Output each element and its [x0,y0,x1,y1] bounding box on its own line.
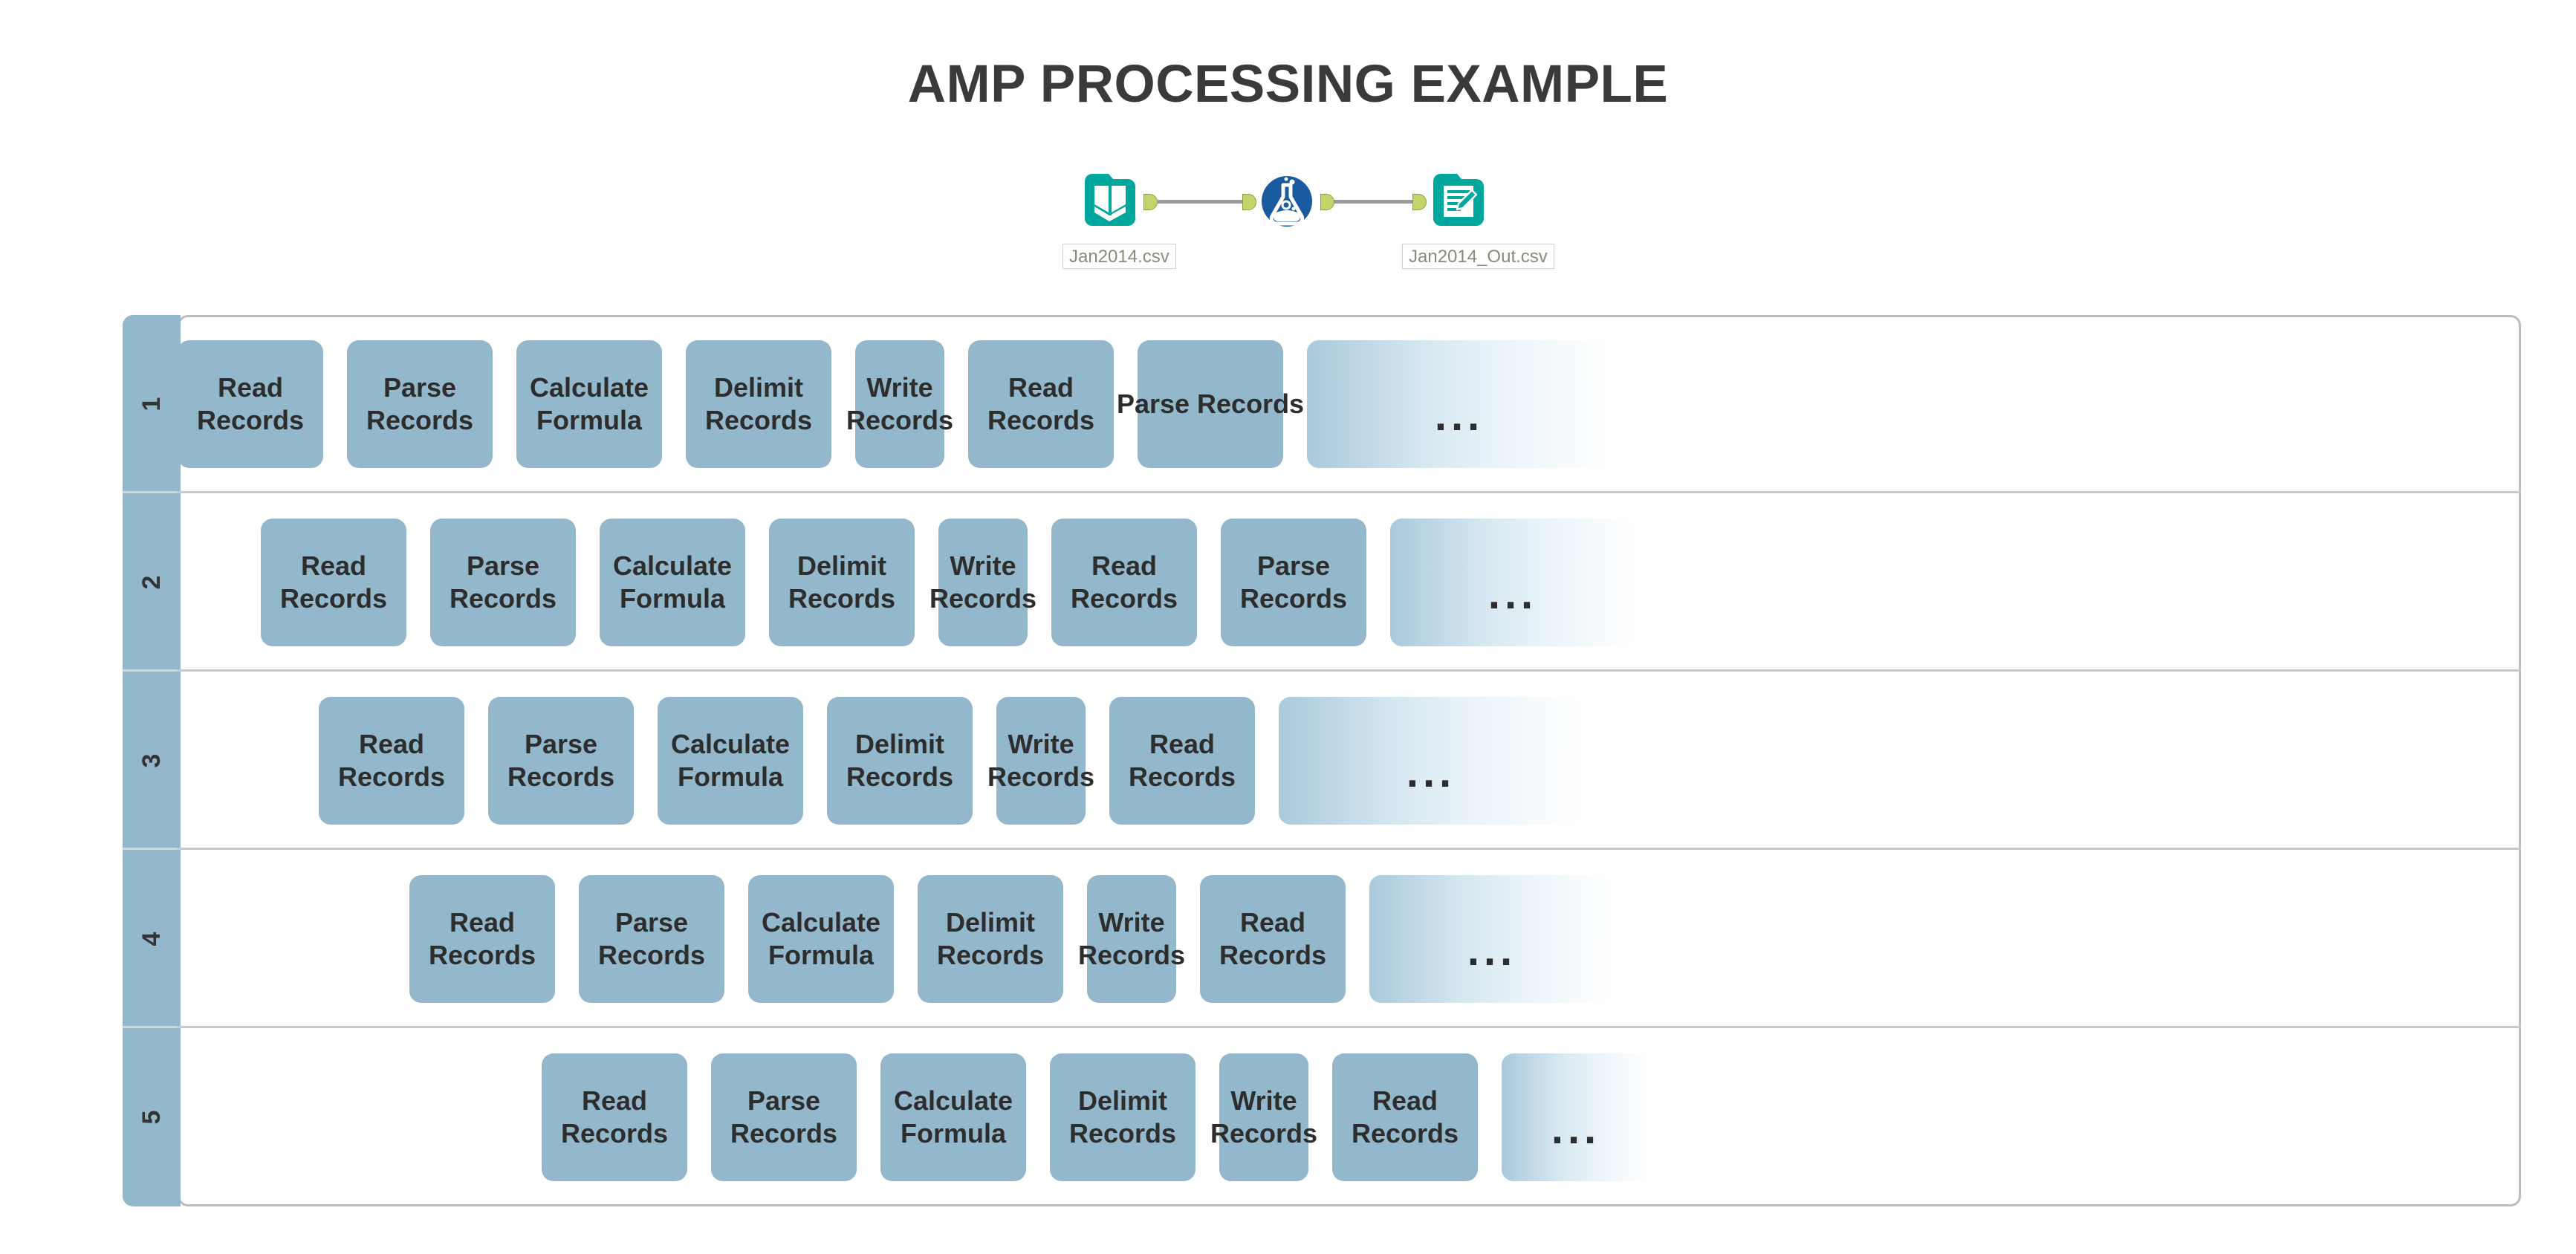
page-title: AMP PROCESSING EXAMPLE [907,55,1669,114]
input-data-book-icon [1079,169,1141,232]
row-number-cell: 1 [123,315,181,493]
row-number-cell: 2 [123,493,181,672]
stage-box-ellipsis[interactable]: ... [1502,1053,1650,1181]
row-number-cell: 5 [123,1028,181,1206]
row-number-column: 1 2 3 4 5 [123,315,181,1206]
connector-input-anchor-tool [1242,194,1256,210]
row-number-cell: 3 [123,672,181,850]
row-number-label: 1 [137,397,166,412]
input-data-tool-node[interactable] [1079,169,1141,232]
stage-box-ellipsis[interactable]: ... [1307,340,1612,468]
stage-box[interactable]: Parse Records [1117,340,1304,468]
row-number-cell: 4 [123,850,181,1028]
formula-tool-node[interactable] [1256,170,1318,233]
output-data-tool-node[interactable] [1427,169,1490,232]
stage-box-ellipsis[interactable]: ... [1369,875,1615,1003]
output-data-document-icon [1427,169,1490,232]
stage-box-ellipsis[interactable]: ... [1279,697,1583,825]
workflow-diagram: Jan2014.csv [1062,169,1590,281]
row-number-label: 3 [137,753,166,768]
row-number-label: 5 [137,1110,166,1125]
connector-output-anchor-input [1143,194,1158,210]
wire-tool-to-output [1323,200,1421,204]
formula-flask-icon [1256,170,1318,233]
input-file-label: Jan2014.csv [1062,244,1176,269]
connector-input-anchor-output [1412,194,1427,210]
stage-box-ellipsis[interactable]: ... [1390,519,1635,646]
connector-output-anchor-tool [1320,194,1334,210]
wire-input-to-tool [1158,200,1253,204]
output-file-label: Jan2014_Out.csv [1402,244,1554,269]
row-number-label: 4 [137,932,166,946]
row-number-label: 2 [137,575,166,590]
